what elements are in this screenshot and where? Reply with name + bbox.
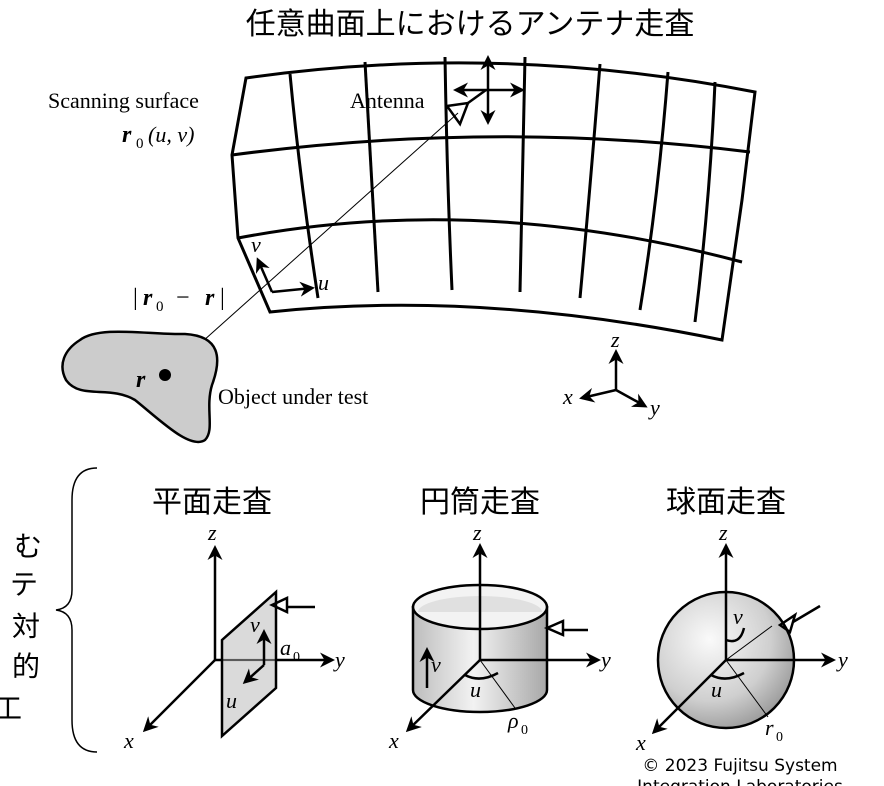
top-axis-z: z xyxy=(610,327,620,352)
cylindrical-u-label: u xyxy=(470,677,481,702)
spherical-v-label: v xyxy=(733,604,743,629)
svg-text:対: 対 xyxy=(12,610,40,643)
r0-uv-label: r 0 (u, v) xyxy=(122,122,194,152)
cylindrical-axes xyxy=(405,543,601,733)
local-u-label: u xyxy=(318,270,329,295)
object-label: Object under test xyxy=(218,384,368,409)
local-v-label: v xyxy=(251,232,261,257)
planar-u-label: u xyxy=(226,688,237,713)
svg-text:0: 0 xyxy=(776,730,783,745)
page-title: 任意曲面上におけるアンテナ走査 xyxy=(246,7,695,42)
planar-plane xyxy=(220,589,278,739)
top-axis-y: y xyxy=(648,395,660,420)
brace xyxy=(55,467,98,753)
cylindrical-scan-title: 円筒走査 xyxy=(420,485,540,520)
cylinder-radius-line xyxy=(479,659,516,709)
planar-v-label: v xyxy=(250,612,260,637)
left-clipped-text: む テ 対 的 工 xyxy=(0,530,42,725)
planar-axis-z: z xyxy=(207,520,217,545)
svg-text:|: | xyxy=(220,285,225,311)
svg-text:0: 0 xyxy=(293,650,300,665)
planar-scan-title: 平面走査 xyxy=(152,485,272,520)
sphere-radius-line xyxy=(725,659,769,718)
cylinder-antenna-icon xyxy=(543,619,588,637)
top-axes xyxy=(579,349,648,408)
svg-text:的: 的 xyxy=(12,650,40,683)
planar-uv-arrows xyxy=(242,629,272,685)
planar-antenna-icon xyxy=(269,596,315,614)
svg-text:r: r xyxy=(122,122,132,148)
spherical-axes xyxy=(651,543,836,735)
object-point xyxy=(159,369,171,381)
scanning-surface-label: Scanning surface xyxy=(48,88,199,113)
spherical-axis-y: y xyxy=(836,647,848,672)
local-uv-arrows xyxy=(255,257,315,297)
svg-text:r: r xyxy=(143,285,153,311)
spherical-u-label: u xyxy=(711,677,722,702)
scanning-surface xyxy=(230,56,757,342)
distance-label: | r 0 − r | xyxy=(133,285,225,315)
planar-axis-y: y xyxy=(333,647,345,672)
svg-text:r: r xyxy=(205,285,215,311)
planar-a0-label: a 0 xyxy=(280,635,300,665)
sphere-antenna-icon xyxy=(777,604,821,635)
spherical-r0-label: r 0 xyxy=(765,715,783,745)
cylindrical-rho0-label: ρ 0 xyxy=(507,708,528,738)
svg-text:ρ: ρ xyxy=(507,708,519,733)
cylindrical-axis-y: y xyxy=(599,647,611,672)
spherical-axis-z: z xyxy=(718,520,728,545)
distance-line xyxy=(164,112,459,376)
svg-text:r: r xyxy=(765,715,774,740)
spherical-scan-title: 球面走査 xyxy=(666,485,786,520)
svg-text:−: − xyxy=(176,285,190,311)
sphere-v-line xyxy=(725,625,773,661)
cylindrical-axis-z: z xyxy=(472,520,482,545)
object-under-test xyxy=(61,330,219,444)
svg-text:0: 0 xyxy=(156,299,164,315)
copyright-line2: Integration Laboratories xyxy=(637,777,843,786)
top-axis-x: x xyxy=(562,384,573,409)
planar-axis-x: x xyxy=(123,728,134,753)
spherical-axis-x: x xyxy=(635,730,646,755)
svg-text:a: a xyxy=(280,635,291,660)
svg-text:0: 0 xyxy=(521,723,528,738)
cylindrical-axis-x: x xyxy=(388,728,399,753)
svg-text:工: 工 xyxy=(0,692,22,725)
antenna-icon xyxy=(444,55,525,127)
copyright: © 2023 Fujitsu System xyxy=(642,756,837,776)
svg-text:0: 0 xyxy=(136,136,144,152)
svg-text:む: む xyxy=(14,530,42,563)
svg-text:テ: テ xyxy=(10,568,38,601)
cylindrical-v-label: v xyxy=(431,652,441,677)
antenna-label: Antenna xyxy=(350,88,425,113)
svg-text:|: | xyxy=(133,285,138,311)
svg-text:(u, v): (u, v) xyxy=(148,122,194,147)
object-point-label: r xyxy=(136,367,146,393)
